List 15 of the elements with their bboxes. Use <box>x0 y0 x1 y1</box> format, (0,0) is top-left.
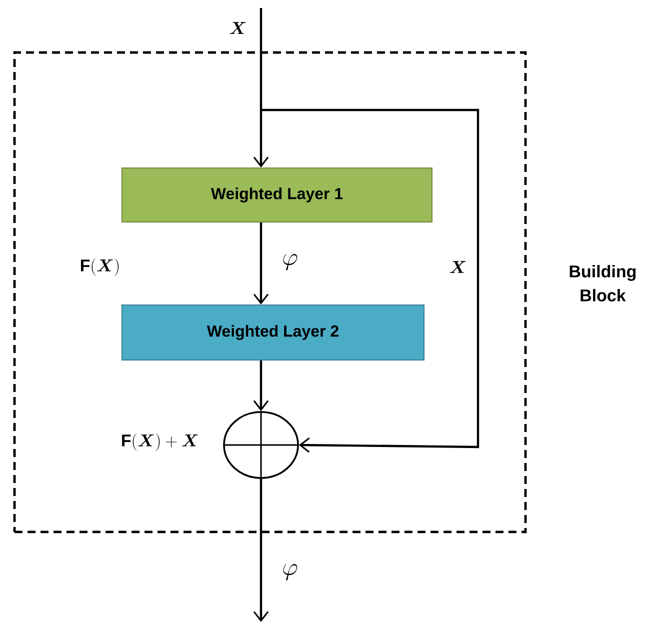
formula-label: $\mathbf{F}(\boldsymbol{X})$ <box>80 258 119 276</box>
layer-box: Weighted Layer 2 <box>122 304 424 360</box>
layer-box: Weighted Layer 1 <box>122 167 432 222</box>
arrow <box>253 360 269 412</box>
formula-label: $\mathbf{F}(\boldsymbol{X})+\boldsymbol{X}$ <box>122 433 198 451</box>
sum-circle <box>222 410 300 480</box>
edge-label: $\varphi$ <box>283 254 298 270</box>
edge-label: $\boldsymbol{X}$ <box>230 22 246 34</box>
arrow <box>253 222 269 304</box>
node-label: Building Block <box>570 264 636 302</box>
arrow <box>253 8 269 168</box>
arrow <box>261 108 480 453</box>
arrow <box>253 478 269 622</box>
edge-label: $\boldsymbol{X}$ <box>450 261 466 273</box>
edge-label: $\varphi$ <box>283 564 298 580</box>
